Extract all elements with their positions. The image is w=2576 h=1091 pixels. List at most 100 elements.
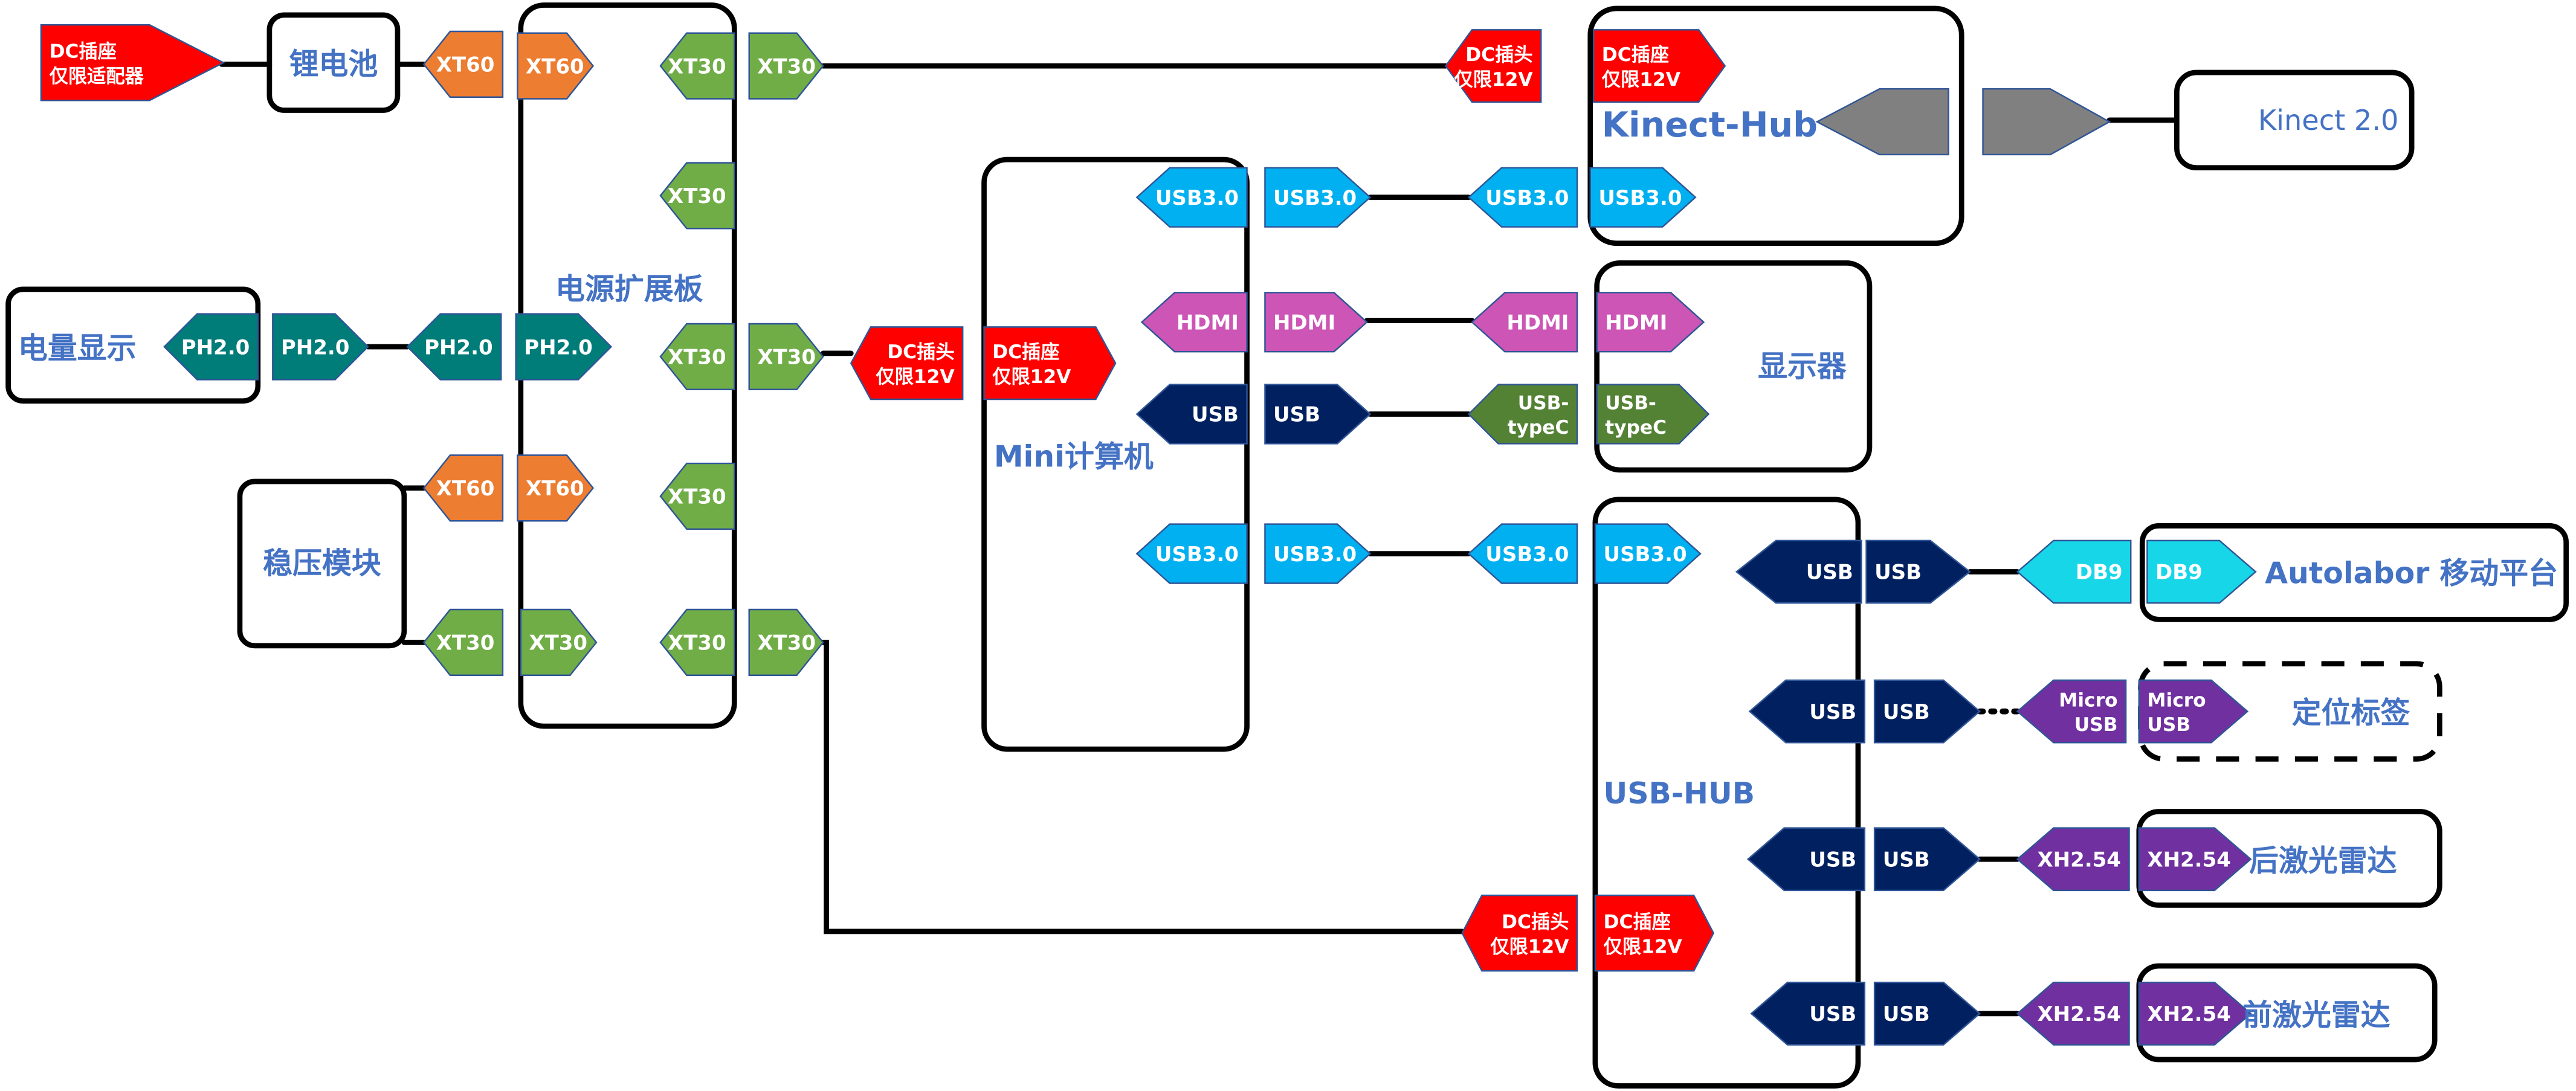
autolabor-db9-label: DB9: [2155, 561, 2203, 585]
rear-lidar-xh254-connector: XH2.54: [2138, 827, 2252, 892]
cable-xt30-2-connector: XT30: [748, 323, 824, 390]
cable-usb-1-label: USB: [1874, 561, 1922, 585]
cable-typec-label: typeC: [1508, 417, 1569, 439]
board-xt60-socket-shape: [517, 32, 595, 100]
front-lidar-xh254-shape: [2138, 981, 2252, 1046]
positioning-tag-label: 定位标签: [2292, 696, 2410, 730]
kinect-hub-label: Kinect-Hub: [1602, 105, 1818, 145]
front-lidar-xh254-connector: XH2.54: [2138, 981, 2252, 1046]
usb-hub-usb-1-label: USB: [1806, 561, 1853, 585]
cable-ph20-1-shape: [272, 313, 369, 381]
board-ph20-socket-label: PH2.0: [524, 335, 593, 359]
cable-usb-1-connector: USB: [1865, 539, 1971, 604]
usb-hub-usb-4-connector: USB: [1750, 981, 1866, 1046]
cable-ph20-2-label: PH2.0: [424, 335, 493, 359]
kinect-hub-usb3-shape: [1589, 167, 1697, 228]
cable-xt30-3-connector: XT30: [748, 608, 824, 677]
board-xt30-out-2-label: XT30: [668, 184, 726, 208]
dc-socket-usb-hub-shape: [1594, 894, 1715, 972]
regulator-xt30-plug-label: XT30: [436, 631, 495, 655]
board-xt30-in-shape: [520, 608, 598, 677]
dc-plug-kinect-hub-label: 仅限12V: [1454, 69, 1533, 91]
regulator-box: [237, 478, 407, 649]
cable-usb-2-connector: USB: [1873, 679, 1981, 744]
adapter-socket-label: 仅限适配器: [50, 65, 144, 87]
dc-plug-usb-hub-label: 仅限12V: [1490, 936, 1569, 957]
mini-pc-hdmi-label: HDMI: [1177, 311, 1239, 335]
mini-pc-hdmi-shape: [1140, 292, 1248, 353]
usb-hub-usb-1-connector: USB: [1735, 539, 1862, 604]
cable-ph20-1-label: PH2.0: [281, 335, 350, 359]
board-xt60-in-2-connector: XT60: [517, 454, 595, 522]
cable-xh254-rear-label: XH2.54: [2037, 848, 2120, 872]
adapter-socket-shape: [40, 24, 225, 101]
board-xt30-out-1-shape: [659, 32, 735, 100]
board-xt30-out-2-shape: [659, 162, 735, 230]
cable-hdmi-a-label: HDMI: [1273, 311, 1335, 335]
mini-pc-usb3-1-connector: USB3.0: [1135, 167, 1248, 228]
autolabor-db9-connector: DB9: [2146, 539, 2257, 604]
board-xt30-out-5-shape: [659, 608, 735, 677]
kinect-hub-port-connector: [1815, 88, 1949, 156]
cable-usb-2-shape: [1873, 679, 1981, 744]
cable-usb3-2b-label: USB3.0: [1485, 542, 1569, 567]
mini-pc-label: Mini计算机: [994, 440, 1154, 474]
board-ph20-socket-connector: PH2.0: [515, 313, 613, 381]
board-xt30-out-4-connector: XT30: [659, 462, 735, 530]
cable-usb3-1b-shape: [1467, 167, 1578, 228]
tag-micro-usb-label: Micro: [2147, 689, 2206, 711]
cable-xt30-1-shape: [748, 32, 824, 100]
board-xt30-out-5-connector: XT30: [659, 608, 735, 677]
battery-xt60-plug-label: XT60: [436, 53, 495, 77]
cable-usb-3-connector: USB: [1873, 827, 1981, 892]
dc-plug-mini-pc-label: DC插头: [887, 341, 954, 363]
cable-usb3-1a-label: USB3.0: [1273, 186, 1357, 210]
autolabor-box: [2139, 523, 2569, 622]
monitor-hdmi-label: HDMI: [1605, 311, 1667, 335]
rear-lidar-xh254-label: XH2.54: [2147, 848, 2230, 872]
battery-xt60-plug-shape: [422, 30, 504, 98]
cable-xt30-1-label: XT30: [757, 54, 816, 79]
cable-db9-connector: DB9: [2016, 539, 2132, 604]
usb-hub-usb-3-label: USB: [1809, 848, 1856, 872]
cable-xh254-front-connector: XH2.54: [2016, 981, 2130, 1046]
cable-usb3-1b-label: USB3.0: [1485, 186, 1569, 210]
board-xt30-in-label: XT30: [529, 631, 587, 655]
mini-pc-usb3-1-shape: [1135, 167, 1248, 228]
cable-usb-4-shape: [1873, 981, 1981, 1046]
board-xt30-out-3-shape: [659, 323, 735, 390]
regulator-xt60-plug-shape: [422, 454, 504, 522]
cable-xt30-3-shape: [748, 608, 824, 677]
usb-hub-usb-4-shape: [1750, 981, 1866, 1046]
monitor-hdmi-shape: [1596, 292, 1705, 353]
dc-socket-mini-pc-shape: [983, 326, 1117, 401]
battery-display-label: 电量显示: [18, 331, 137, 365]
kinect-hub-usb3-label: USB3.0: [1598, 186, 1682, 210]
cable-xt30-3-label: XT30: [757, 631, 816, 655]
cable-usb-3-label: USB: [1883, 848, 1930, 872]
mini-pc-hdmi-connector: HDMI: [1140, 292, 1248, 353]
kinect-hub-usb3-connector: USB3.0: [1589, 167, 1697, 228]
usb-hub-usb-2-label: USB: [1809, 700, 1856, 724]
board-xt30-out-1-label: XT30: [668, 54, 726, 79]
autolabor-db9-shape: [2146, 539, 2257, 604]
dc-socket-usb-hub-label: DC插座: [1604, 910, 1671, 933]
cable-usb-a-shape: [1264, 384, 1372, 445]
dc-plug-mini-pc-label: 仅限12V: [876, 366, 955, 388]
cable-xt30-1-connector: XT30: [748, 32, 824, 100]
dc-socket-kinect-hub-label: DC插座: [1602, 43, 1669, 66]
autolabor-label: Autolabor 移动平台: [2265, 556, 2558, 591]
dc-socket-usb-hub-label: 仅限12V: [1604, 936, 1683, 957]
usb-hub-usb-2-connector: USB: [1748, 679, 1866, 744]
display-ph20-plug-shape: [163, 313, 259, 381]
monitor-typec-shape: [1596, 384, 1710, 445]
cable-usb3-2a-shape: [1264, 523, 1372, 584]
cable-db9-shape: [2016, 539, 2132, 604]
cable-typec-connector: USB-typeC: [1467, 384, 1578, 445]
tag-micro-usb-label: USB: [2147, 714, 2190, 736]
cable-usb-2-label: USB: [1883, 700, 1930, 724]
dc-plug-usb-hub-label: DC插头: [1502, 911, 1569, 933]
monitor-typec-label: typeC: [1605, 417, 1667, 439]
